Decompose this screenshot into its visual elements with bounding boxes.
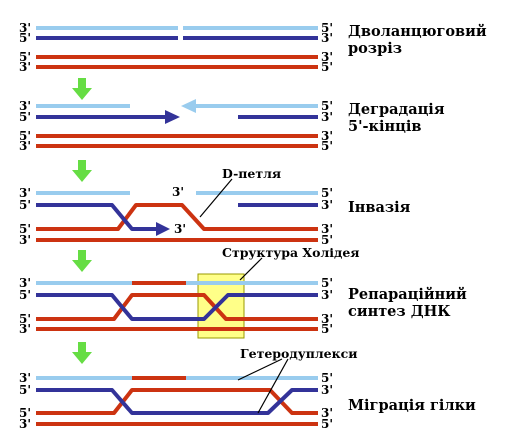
end-label-left-10: 5' <box>19 222 31 236</box>
end-label-left-4: 3' <box>19 99 31 113</box>
holliday-pointer <box>239 257 263 281</box>
end-label-right-14: 3' <box>321 312 333 326</box>
arrowhead-invading-3-end <box>156 222 170 236</box>
end-label-right-0: 5' <box>321 21 333 35</box>
step-arrows <box>72 78 92 364</box>
step-labels: ДволанцюговийрозрізДеградація5'-кінцівІн… <box>348 23 487 414</box>
strand-s3-blue-invading <box>36 203 158 231</box>
strand-s5-blue-crossover <box>36 388 318 415</box>
strand-s4-blue-crossover <box>36 293 318 321</box>
step-3-label-line-1: Інвазія <box>348 199 411 216</box>
end-label-left-16: 3' <box>19 371 31 385</box>
d-loop-label: D-петля <box>222 166 281 181</box>
end-label-left-9: 5' <box>19 198 31 212</box>
end-label-right-3: 5' <box>321 60 333 74</box>
invading-tip-label: 3' <box>174 222 186 236</box>
end-labels: 3'5'5'3'5'3'3'5'3'5'5'3'5'3'3'5'3'5'5'3'… <box>19 21 333 431</box>
arrowhead-blue-5to3 <box>165 110 180 124</box>
end-label-left-15: 3' <box>19 322 31 336</box>
end-label-right-4: 5' <box>321 99 333 113</box>
step-4-label-line-2: синтез ДНК <box>348 303 451 320</box>
end-label-left-6: 5' <box>19 129 31 143</box>
end-label-left-3: 3' <box>19 60 31 74</box>
strand-arrowheads <box>156 99 196 236</box>
end-label-left-2: 5' <box>19 50 31 64</box>
end-label-right-1: 3' <box>321 31 333 45</box>
step-1-label-line-1: Дволанцюговий <box>348 23 487 40</box>
end-label-right-10: 3' <box>321 222 333 236</box>
end-label-right-12: 5' <box>321 276 333 290</box>
end-label-left-8: 3' <box>19 186 31 200</box>
step-5-label-line-1: Міграція гілки <box>348 397 476 414</box>
end-label-right-5: 3' <box>321 110 333 124</box>
end-label-right-13: 3' <box>321 288 333 302</box>
d-loop-pointer <box>199 178 233 218</box>
step-arrow-1 <box>72 78 92 100</box>
step-arrow-3 <box>72 250 92 272</box>
strand-s5-red-crossover <box>36 388 318 415</box>
end-label-left-14: 5' <box>19 312 31 326</box>
heteroduplex-pointer-2 <box>257 358 289 414</box>
step-2-label-line-1: Деградація <box>348 101 445 118</box>
step-1-label-line-2: розріз <box>348 40 402 57</box>
dna-strands <box>36 26 318 426</box>
end-label-right-15: 5' <box>321 322 333 336</box>
end-label-right-6: 3' <box>321 129 333 143</box>
annotation-pointers <box>199 178 289 414</box>
end-label-left-1: 5' <box>19 31 31 45</box>
end-label-left-11: 3' <box>19 233 31 247</box>
end-label-right-19: 5' <box>321 417 333 431</box>
end-label-left-0: 3' <box>19 21 31 35</box>
step-arrow-4 <box>72 342 92 364</box>
end-label-right-7: 5' <box>321 139 333 153</box>
end-label-left-17: 5' <box>19 383 31 397</box>
end-label-right-2: 3' <box>321 50 333 64</box>
end-label-right-17: 3' <box>321 383 333 397</box>
step-arrow-2 <box>72 160 92 182</box>
end-label-left-18: 5' <box>19 406 31 420</box>
strand-s4-red-crossover <box>36 293 318 321</box>
strand-s3-red-d-loop <box>36 203 318 231</box>
end-label-left-12: 3' <box>19 276 31 290</box>
end-label-right-18: 3' <box>321 406 333 420</box>
end-label-right-9: 3' <box>321 198 333 212</box>
step-2-label-line-2: 5'-кінців <box>348 118 421 135</box>
end-label-right-16: 5' <box>321 371 333 385</box>
holliday-structure-label: Структура Холідея <box>222 245 360 260</box>
end-label-left-7: 3' <box>19 139 31 153</box>
end-label-left-19: 3' <box>19 417 31 431</box>
end-label-left-13: 5' <box>19 288 31 302</box>
heteroduplex-label: Гетеродуплекси <box>240 346 358 361</box>
end-label-right-11: 5' <box>321 233 333 247</box>
step-4-label-line-1: Репараційний <box>348 286 467 303</box>
end-label-right-8: 5' <box>321 186 333 200</box>
end-label-left-5: 5' <box>19 110 31 124</box>
arrowhead-lightblue-3to5 <box>181 99 196 113</box>
heteroduplex-pointer-1 <box>237 358 283 381</box>
invading-end-label: 3' <box>172 185 184 199</box>
